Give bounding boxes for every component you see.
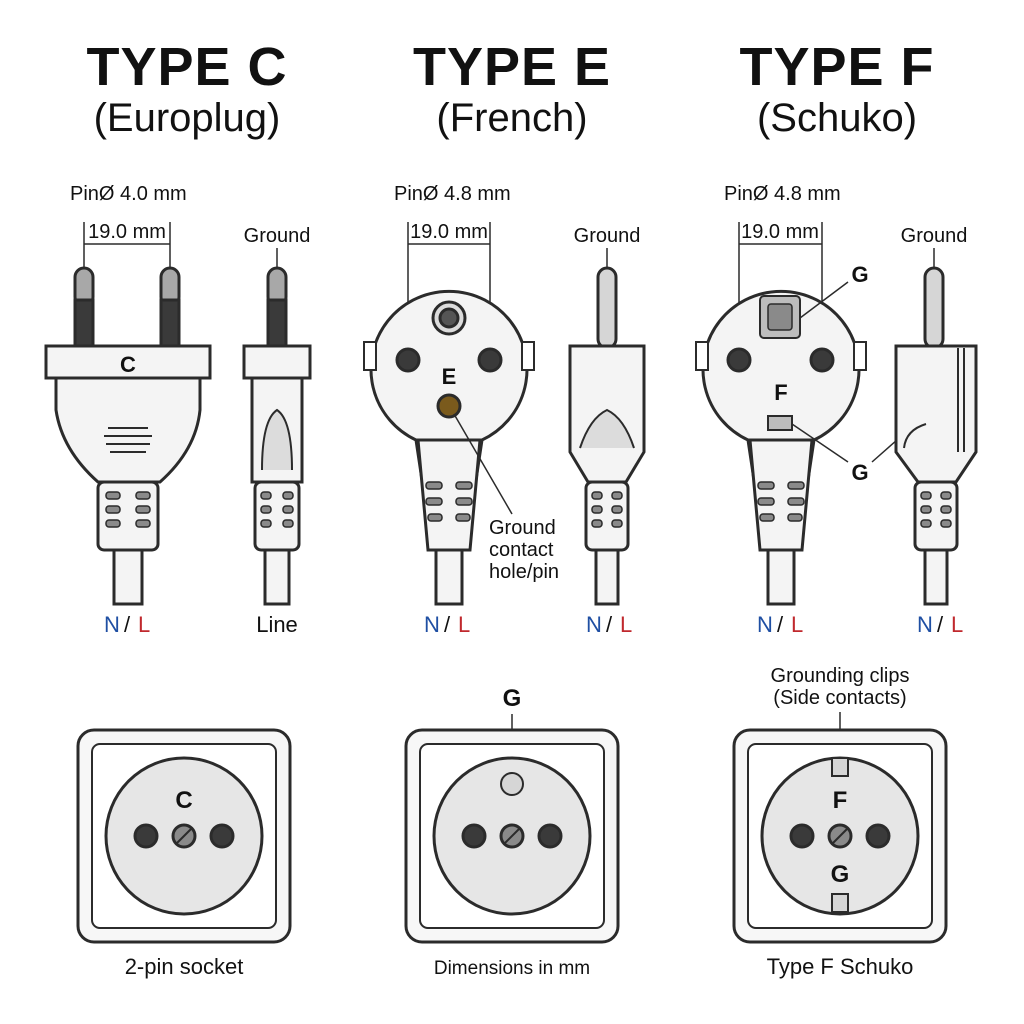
type-f-spacing: 19.0 mm — [741, 221, 819, 243]
type-e-subtitle: (French) — [436, 96, 588, 140]
type-f-group: PinØ 4.8 mm 19.0 mm F G G — [695, 183, 978, 979]
type-f-side-wire-sep: / — [937, 612, 944, 637]
type-c-socket-letter: C — [175, 787, 192, 814]
type-e-title: TYPE E — [412, 37, 612, 97]
type-e-socket-caption: Dimensions in mm — [434, 958, 590, 979]
type-f-plug-letter-top: G — [851, 262, 868, 287]
type-f-plug-side — [894, 248, 978, 606]
type-c-subtitle: (Europlug) — [93, 96, 281, 140]
type-f-side-wire-l: L — [951, 612, 963, 637]
type-e-side-wire-n: N — [586, 612, 602, 637]
type-e-socket-letter: G — [503, 685, 522, 712]
type-c-spacing: 19.0 mm — [88, 221, 166, 243]
type-c-plug-letter: C — [120, 352, 136, 377]
type-e-spacing: 19.0 mm — [410, 221, 488, 243]
type-f-wire-n: N — [757, 612, 773, 637]
type-e-wire-sep: / — [444, 612, 451, 637]
type-e-side-label: Ground — [574, 225, 641, 247]
type-c-group: PinØ 4.0 mm 19.0 mm — [44, 183, 312, 979]
type-f-pin-diameter: PinØ 4.8 mm — [724, 183, 841, 205]
type-f-side-label: Ground — [901, 225, 968, 247]
type-e-plug-letter: E — [442, 364, 457, 389]
type-e-plug-side — [568, 248, 646, 606]
type-f-socket-letter-top: F — [833, 787, 848, 814]
type-f-socket-caption: Type F Schuko — [767, 954, 914, 979]
type-e-side-wire-l: L — [620, 612, 632, 637]
type-c-plug-side — [242, 248, 312, 606]
type-f-socket: F G — [732, 728, 948, 944]
type-c-pin-right — [159, 266, 181, 350]
type-f-socket-callout-2: (Side contacts) — [773, 687, 906, 709]
type-e-callout-3: hole/pin — [489, 561, 559, 583]
type-f-title: TYPE F — [739, 37, 935, 97]
type-c-side-wire-label: Line — [256, 612, 298, 637]
type-e-socket — [404, 728, 620, 944]
type-c-socket: C — [76, 728, 292, 944]
type-e-wire-l: L — [458, 612, 470, 637]
type-f-socket-callout-1: Grounding clips — [771, 665, 910, 687]
type-c-plug-front: C — [44, 344, 212, 606]
type-e-callout-2: contact — [489, 539, 554, 561]
type-f-plug-letter-side: G — [851, 460, 868, 485]
type-c-wire-l: L — [138, 612, 150, 637]
type-f-plug-front: F — [695, 289, 867, 606]
type-e-callout-1: Ground — [489, 517, 556, 539]
type-c-wire-n: N — [104, 612, 120, 637]
type-c-wire-sep: / — [124, 612, 131, 637]
type-f-socket-letter-bottom: G — [831, 861, 850, 888]
type-e-pin-diameter: PinØ 4.8 mm — [394, 183, 511, 205]
type-c-socket-caption: 2-pin socket — [125, 954, 244, 979]
type-c-pin-diameter: PinØ 4.0 mm — [70, 183, 187, 205]
type-f-wire-sep: / — [777, 612, 784, 637]
type-f-side-wire-n: N — [917, 612, 933, 637]
type-e-side-wire-sep: / — [606, 612, 613, 637]
type-e-wire-n: N — [424, 612, 440, 637]
type-f-wire-l: L — [791, 612, 803, 637]
type-e-plug-front: E — [363, 289, 535, 606]
type-f-plug-letter-mid: F — [774, 380, 787, 405]
type-f-subtitle: (Schuko) — [756, 96, 918, 140]
type-c-side-label: Ground — [244, 225, 311, 247]
type-c-pin-left — [73, 266, 95, 350]
type-c-title: TYPE C — [86, 37, 288, 97]
type-e-group: PinØ 4.8 mm 19.0 mm E Ground contact — [363, 183, 646, 979]
